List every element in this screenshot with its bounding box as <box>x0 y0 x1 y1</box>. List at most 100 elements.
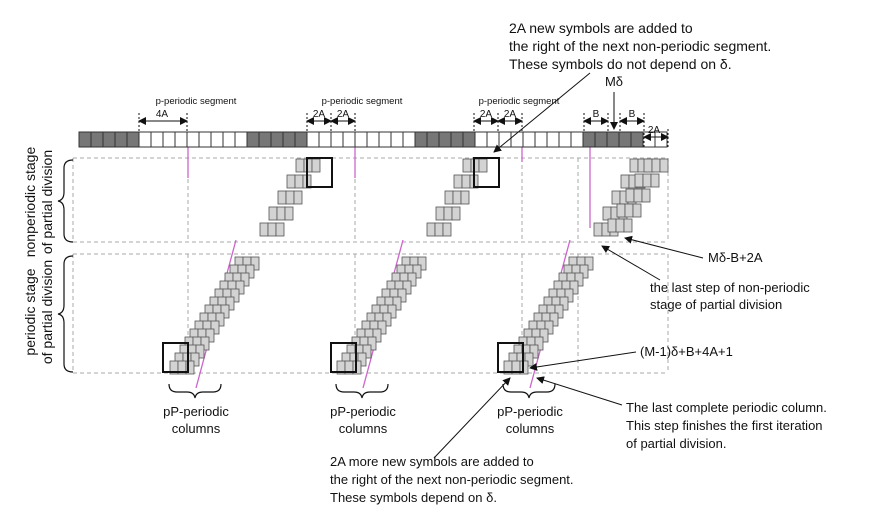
step-block-cell <box>461 174 471 189</box>
tape-cell <box>450 131 464 148</box>
tape-cell <box>462 131 476 148</box>
brace-columns-2 <box>335 383 389 399</box>
step-block-cell <box>584 256 594 271</box>
columns-label-1-line2: columns <box>172 421 221 436</box>
step-block-cell <box>659 158 669 173</box>
annotation-arrows <box>433 72 704 459</box>
top-note-line2: the right of the next non-periodic segme… <box>509 38 771 54</box>
tape-cell <box>246 131 260 148</box>
tape-cell <box>294 131 308 148</box>
width-markers <box>138 113 669 147</box>
width-label-b-1: B <box>593 109 600 120</box>
width-label-2a-end: 2A <box>648 125 661 136</box>
tape-cell <box>366 131 380 148</box>
tape-cell <box>618 131 632 148</box>
step-block-cell <box>190 352 200 367</box>
tape-cell <box>474 131 488 148</box>
step-block-cell <box>544 320 554 335</box>
step-block-cell <box>235 280 245 295</box>
periodic-stage-label-2: of partial division <box>39 260 55 364</box>
step-block-cell <box>267 222 277 237</box>
arrow-last-column <box>536 376 623 406</box>
step-block-cell <box>478 158 488 173</box>
step-block-cell <box>434 222 444 237</box>
step-block-cell <box>529 344 539 359</box>
tape-cell <box>330 131 344 148</box>
tape-cell <box>318 131 332 148</box>
step-block-cell <box>377 320 387 335</box>
tape-cell <box>150 131 164 148</box>
step-block-cell <box>407 272 417 287</box>
staircase-blocks <box>169 158 669 375</box>
tape-cell <box>438 131 452 148</box>
highlight-box-top-2 <box>473 157 500 188</box>
highlight-box-bottom-1 <box>162 342 189 373</box>
step-block-cell <box>453 174 463 189</box>
step-block-cell <box>452 190 462 205</box>
step-block-cell <box>225 296 235 311</box>
step-block-cell <box>624 203 634 218</box>
brace-nonperiodic <box>57 159 74 243</box>
step-block-cell <box>417 256 427 271</box>
tape-cell <box>90 131 104 148</box>
brace-columns-3 <box>502 383 556 399</box>
step-block-cell <box>284 206 294 221</box>
step-block-cell <box>200 336 210 351</box>
top-note-line1: 2A new symbols are added to <box>509 20 693 36</box>
nonperiodic-stage-label-1: nonperiodic stage <box>22 147 38 258</box>
tape-cell <box>174 131 188 148</box>
step-block-cell <box>210 320 220 335</box>
periodic-stage-label-1: periodic stage <box>22 268 38 355</box>
width-label-2a-2: 2A <box>337 109 350 120</box>
arrow-bottom-note <box>433 377 511 459</box>
step-block-cell <box>245 264 255 279</box>
step-block-cell <box>293 190 303 205</box>
tape-cell <box>486 131 500 148</box>
tape-cell <box>342 131 356 148</box>
step-block-cell <box>443 206 453 221</box>
highlight-box-bottom-3 <box>497 342 524 373</box>
step-block-cell <box>602 206 612 221</box>
step-block-cell <box>382 312 392 327</box>
last-column-label-line2: This step finishes the first iteration <box>626 418 823 433</box>
tape-cell <box>582 131 596 148</box>
step-block-cell <box>625 188 635 203</box>
step-block-cell <box>623 218 633 233</box>
columns-label-3-line2: columns <box>506 421 555 436</box>
width-label-2a-4: 2A <box>504 109 517 120</box>
step-block-cell <box>285 190 295 205</box>
columns-label-3-line1: pP-periodic <box>497 404 563 419</box>
step-block-cell <box>220 304 230 319</box>
step-block-cell <box>205 328 215 343</box>
step-block-cell <box>611 190 621 205</box>
arrow-m-delta-b-2a <box>624 235 704 259</box>
highlight-box-top-1 <box>306 157 333 188</box>
step-block-cell <box>607 218 617 233</box>
step-block-cell <box>435 206 445 221</box>
tape-cell <box>522 131 536 148</box>
step-block-cell <box>387 304 397 319</box>
tape-cell <box>234 131 248 148</box>
tape-cell <box>558 131 572 148</box>
bottom-note-line1: 2A more new symbols are added to <box>330 454 534 469</box>
step-block-cell <box>651 158 661 173</box>
tape-cell <box>210 131 224 148</box>
step-block-cell <box>574 272 584 287</box>
segment-label-2: p-periodic segment <box>322 96 403 107</box>
step-block-cell <box>367 336 377 351</box>
arrow-last-step <box>601 245 661 281</box>
columns-label-1-line1: pP-periodic <box>163 404 229 419</box>
stage-braces <box>57 159 556 399</box>
step-block-cell <box>462 158 472 173</box>
brace-periodic <box>57 255 74 373</box>
highlight-boxes <box>162 157 524 373</box>
step-block-cell <box>250 256 260 271</box>
step-block-cell <box>311 158 321 173</box>
width-label-b-2: B <box>629 109 636 120</box>
step-block-cell <box>632 203 642 218</box>
step-block-cell <box>629 158 639 173</box>
step-block-cell <box>397 288 407 303</box>
step-block-cell <box>442 222 452 237</box>
step-block-cell <box>559 296 569 311</box>
